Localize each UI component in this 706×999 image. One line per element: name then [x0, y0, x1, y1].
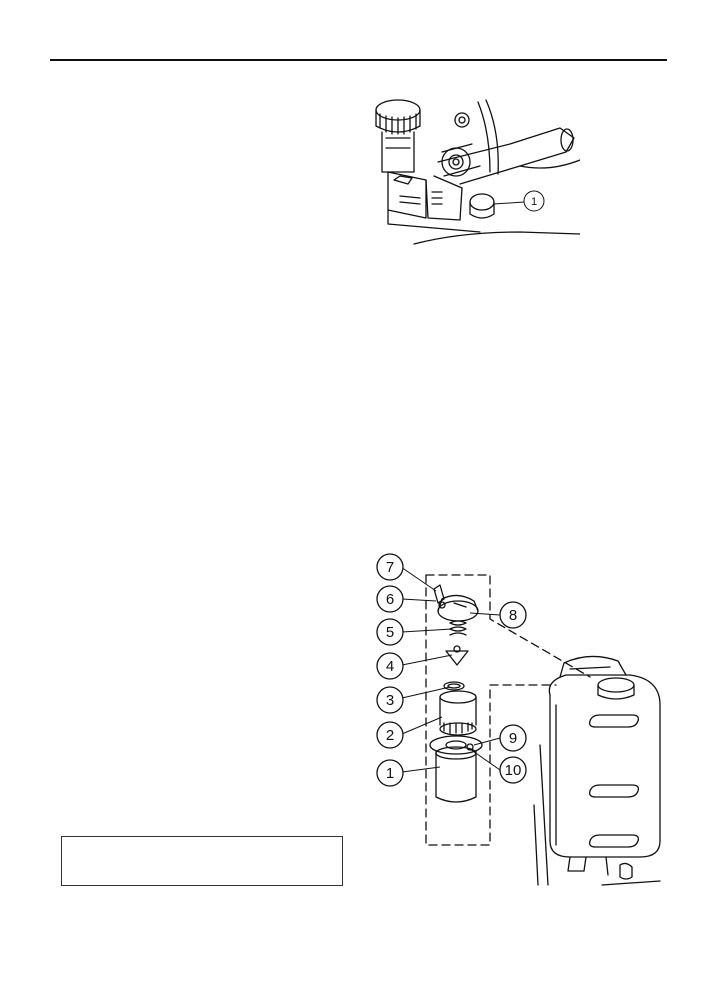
- callout-circle: [499, 756, 527, 784]
- callout-circle: [376, 721, 404, 749]
- callout-label: 3: [386, 692, 394, 709]
- callout-circle: [376, 652, 404, 680]
- callout-label: 10: [505, 762, 522, 779]
- callout-label: 4: [386, 658, 394, 675]
- callout-label: 8: [509, 607, 517, 624]
- callout-label: 2: [386, 727, 394, 744]
- callout-label: 5: [386, 624, 394, 641]
- callout-circle: [499, 601, 527, 629]
- callout-label: 7: [386, 559, 394, 576]
- callout-circle: [376, 759, 404, 787]
- callout-circle: [523, 190, 545, 212]
- callout-circle: [376, 553, 404, 581]
- callout-circle: [376, 686, 404, 714]
- callout-label: 9: [509, 730, 517, 747]
- callout-circle: [376, 618, 404, 646]
- callout-label: 1: [386, 765, 394, 782]
- callout-label: 6: [386, 591, 394, 608]
- note-box: [61, 836, 343, 886]
- callout-label: 1: [531, 196, 537, 208]
- handlebar-illustration: 1: [375, 99, 580, 245]
- callout-circle: [376, 585, 404, 613]
- filter-assembly-illustration: 7 6 5 4 3 2 1 8 9 10: [376, 553, 661, 886]
- callout-circle: [499, 724, 527, 752]
- header-rule: [50, 59, 667, 61]
